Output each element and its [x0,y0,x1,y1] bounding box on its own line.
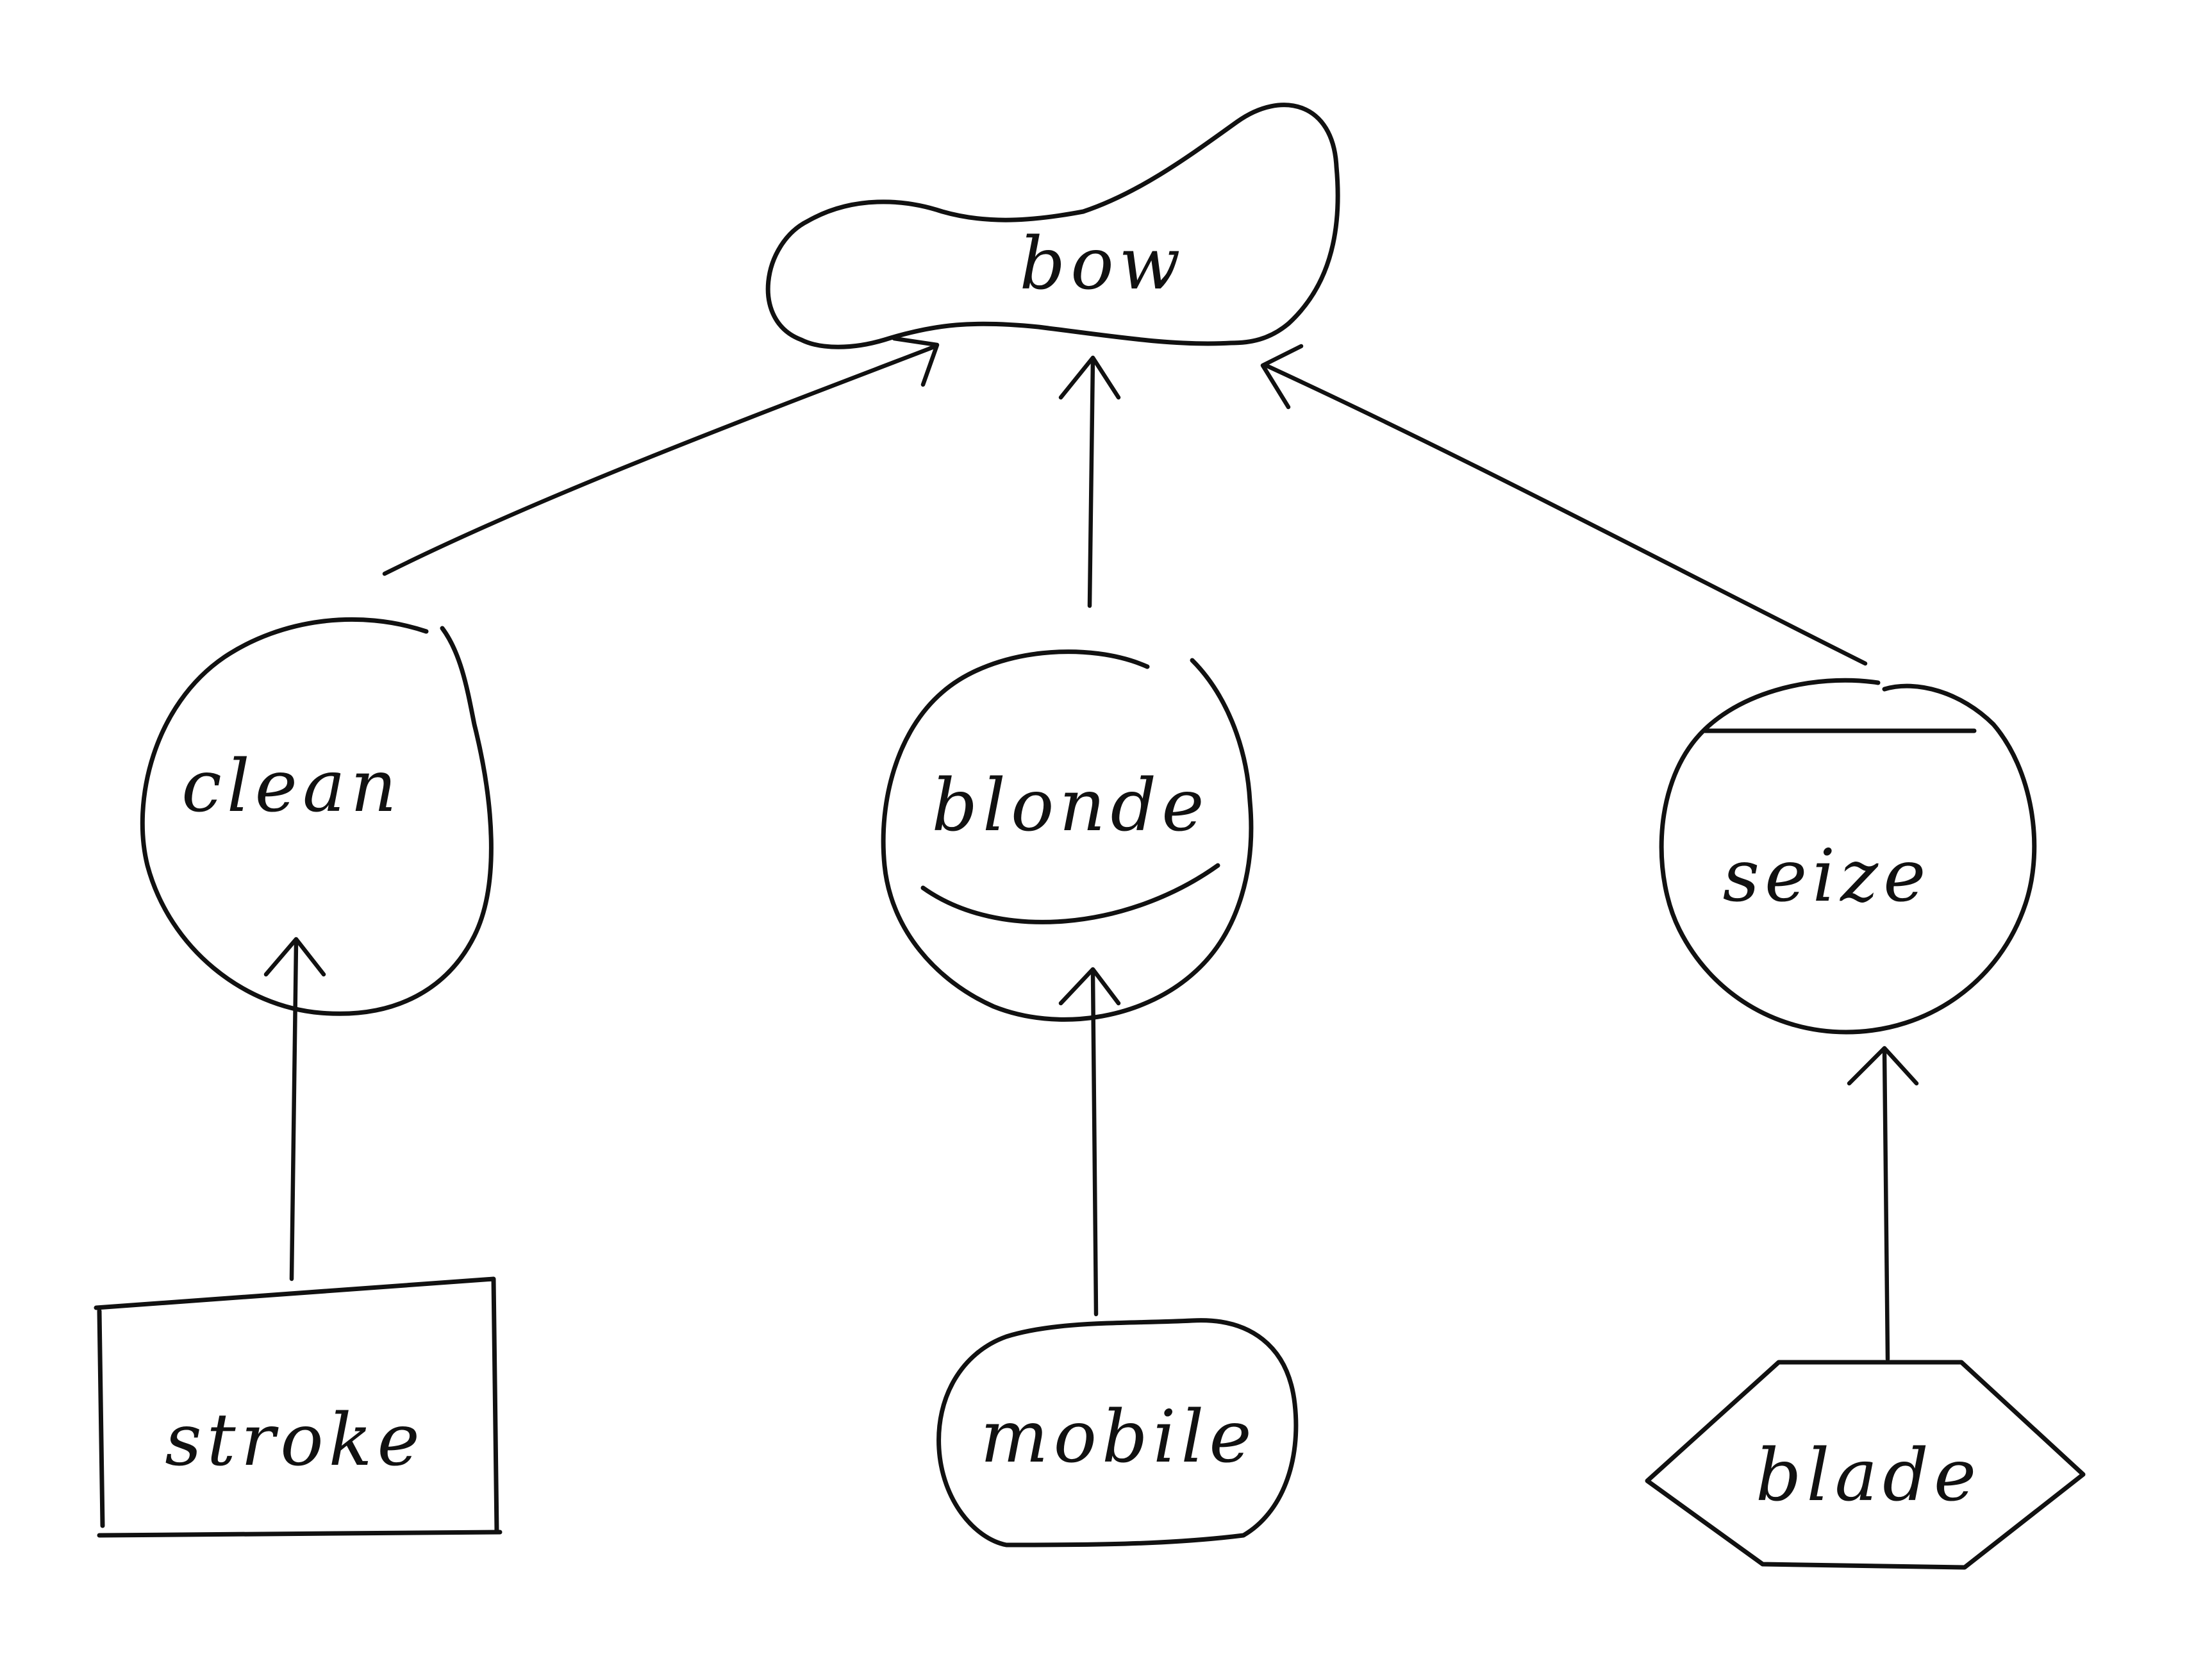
edge-blonde-to-bow [1058,355,1121,608]
edge-clean-to-bow-arrowhead [892,336,940,387]
node-blonde-inner-line [920,863,1220,924]
edge-blonde-to-bow-arrowhead [1058,355,1121,400]
edge-mobile-to-blonde-line [1090,969,1099,1317]
edge-seize-to-bow [1260,344,1868,666]
node-bow: bow [765,103,1340,349]
edge-clean-to-bow-line [382,344,938,576]
edge-blade-to-seize [1847,1046,1919,1362]
node-clean-label: clean [181,745,402,828]
edge-clean-to-bow [382,336,940,576]
edge-blade-to-seize-line [1882,1049,1890,1362]
edge-blonde-to-bow-line [1087,356,1095,608]
edge-mobile-to-blonde-arrowhead [1058,967,1121,1006]
node-clean-shape [140,617,494,1016]
edge-mobile-to-blonde [1058,967,1121,1317]
node-mobile-label: mobile [980,1396,1256,1479]
edge-stroke-to-clean-line [289,940,299,1281]
node-seize-shape [1659,678,2037,1035]
node-bow-label: bow [1020,222,1186,306]
node-stroke-shape [94,1276,503,1538]
edge-blade-to-seize-arrowhead [1847,1046,1919,1086]
node-stroke: stroke [94,1276,503,1538]
node-blonde: blonde [881,649,1254,1022]
node-blonde-label: blonde [931,764,1209,847]
node-blade-shape [1645,1360,2086,1570]
edge-stroke-to-clean-arrowhead [263,937,326,977]
node-blade: blade [1645,1360,2086,1570]
edge-seize-to-bow-line [1263,363,1868,666]
node-stroke-label: stroke [165,1399,425,1482]
node-seize-label: seize [1723,835,1931,918]
node-blade-label: blade [1756,1434,1981,1517]
edge-stroke-to-clean [263,937,326,1281]
node-bow-shape [765,103,1340,349]
node-seize: seize [1659,678,2037,1035]
node-mobile: mobile [936,1318,1299,1548]
edge-seize-to-bow-arrowhead [1260,344,1304,410]
node-clean: clean [140,617,494,1016]
node-blonde-shape [881,649,1254,1022]
node-mobile-shape [936,1318,1299,1548]
